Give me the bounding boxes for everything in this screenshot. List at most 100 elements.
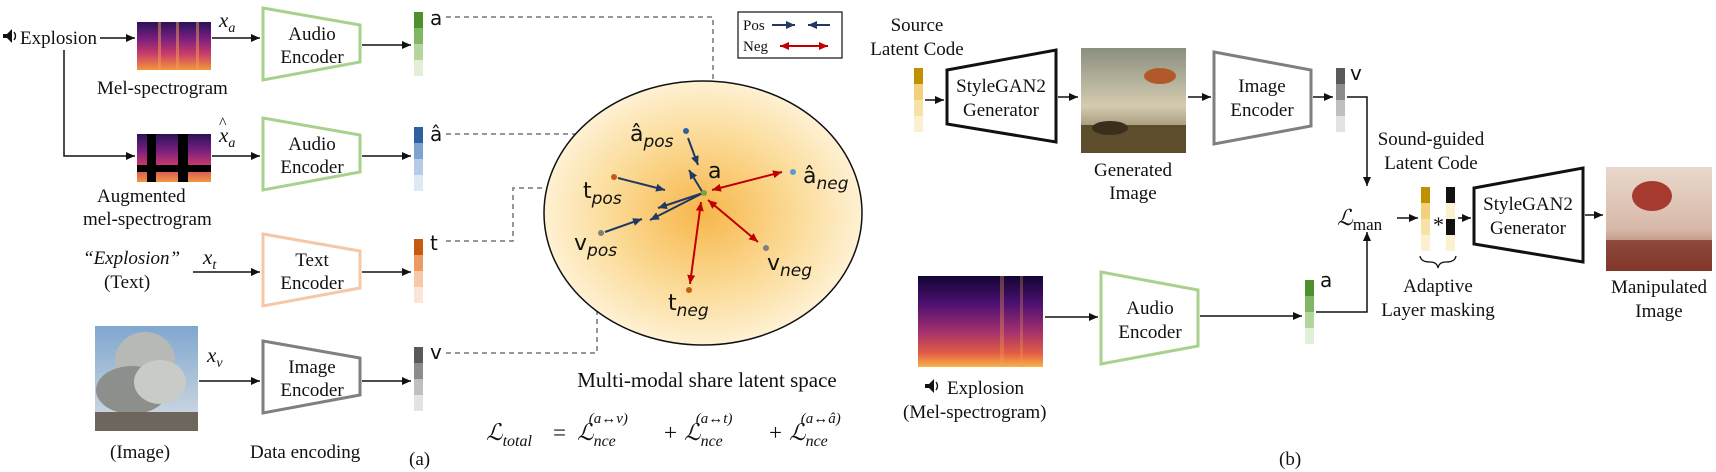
loss-equation: ℒtotal = ℒnce(a↔v) + ℒnce(a↔t) + ℒnce(a↔… — [486, 411, 841, 450]
source-latent-bar — [914, 68, 923, 132]
manipulated-label-2: Image — [1635, 301, 1682, 322]
svg-text:Encoder: Encoder — [280, 47, 344, 68]
sound-guided-latent-bar — [1421, 187, 1430, 251]
audio-encoder-1: Audio Encoder — [261, 6, 362, 82]
svg-text:StyleGAN2: StyleGAN2 — [956, 76, 1046, 97]
generated-label-2: Image — [1109, 183, 1156, 204]
label-t-pos: tpos — [583, 179, 622, 209]
arrow-explosion-to-augmented — [63, 50, 135, 160]
legend: Pos Neg — [737, 11, 843, 59]
mel-spectrogram-right — [918, 276, 1043, 367]
embedding-v-label: v — [430, 340, 442, 364]
panel-a-label: (a) — [409, 449, 430, 470]
speaker-icon-right — [925, 379, 939, 393]
neg-arrow-t — [687, 201, 704, 285]
loss-term-3: ℒnce(a↔â) — [789, 411, 841, 450]
panel-b: Source Latent Code StyleGAN2 Generator G… — [870, 15, 1712, 470]
mel-spectrogram-image — [137, 22, 211, 70]
multiply-star: * — [1433, 212, 1444, 237]
loss-term-1: ℒnce(a↔v) — [577, 411, 628, 450]
pos-arrow-v-in — [604, 218, 643, 233]
text-input-label: “Explosion” — [83, 248, 180, 269]
label-v-pos: vpos — [574, 231, 617, 261]
stylegan2-generator-1: StyleGAN2 Generator — [945, 48, 1058, 144]
svg-text:Text: Text — [295, 250, 329, 271]
augmented-mel-image — [137, 134, 211, 182]
brace — [1419, 255, 1457, 269]
latent-space: a âpos tpos vpos âneg vneg tneg Multi-mo… — [543, 80, 863, 392]
embedding-v-bar — [414, 347, 423, 411]
text-encoder: Text Encoder — [261, 232, 362, 308]
audio-encoder-right: Audio Encoder — [1099, 270, 1200, 366]
sound-guided-label-2: Latent Code — [1384, 153, 1477, 174]
x-t-label: xt — [202, 245, 217, 273]
pos-arrow-t — [657, 192, 704, 209]
generated-image — [1081, 48, 1186, 153]
pos-arrow-t-in — [617, 177, 666, 192]
embedding-a-right-bar — [1305, 280, 1314, 344]
latent-title: Multi-modal share latent space — [577, 368, 837, 392]
augmented-label-1: Augmented — [97, 186, 186, 207]
svg-text:Encoder: Encoder — [1230, 100, 1294, 121]
svg-text:Audio: Audio — [288, 134, 336, 155]
embedding-a-right-label: a — [1320, 268, 1332, 292]
panel-b-label: (b) — [1279, 449, 1301, 470]
adaptive-label-1: Adaptive — [1403, 276, 1473, 297]
point-t-pos — [611, 174, 617, 180]
label-t-neg: tneg — [668, 291, 709, 321]
x-a-label: xa — [218, 8, 235, 36]
source-label-2: Latent Code — [870, 39, 963, 60]
svg-text:Encoder: Encoder — [280, 157, 344, 178]
label-v-neg: vneg — [767, 251, 812, 281]
mel-caption-right: (Mel-spectrogram) — [903, 402, 1047, 423]
svg-text:Audio: Audio — [1126, 298, 1174, 319]
label-ahat-neg: âneg — [803, 164, 849, 194]
x-v-label: xv — [206, 343, 223, 371]
data-encoding-label: Data encoding — [250, 442, 361, 463]
volcano-image — [95, 326, 198, 431]
mel-spectrogram-label: Mel-spectrogram — [97, 78, 228, 99]
svg-text:Encoder: Encoder — [1118, 322, 1182, 343]
speaker-icon — [3, 29, 17, 43]
stylegan2-generator-2: StyleGAN2 Generator — [1472, 166, 1585, 264]
explosion-label: Explosion — [20, 28, 98, 49]
point-t-neg — [686, 287, 692, 293]
embedding-t-label: t — [430, 231, 438, 255]
point-v-neg — [763, 245, 769, 251]
legend-neg-label: Neg — [743, 39, 768, 55]
label-ahat-pos: âpos — [630, 122, 674, 152]
point-v-pos — [598, 230, 604, 236]
embedding-a-label: a — [430, 6, 442, 30]
svg-text:Encoder: Encoder — [280, 380, 344, 401]
svg-text:Generator: Generator — [1490, 218, 1567, 239]
svg-text:Audio: Audio — [288, 24, 336, 45]
explosion-right-label: Explosion — [947, 378, 1025, 399]
generated-label-1: Generated — [1094, 160, 1173, 181]
arrow-a-to-loss — [1316, 232, 1371, 313]
adaptive-label-2: Layer masking — [1381, 300, 1495, 321]
arrow-v-to-loss — [1347, 96, 1371, 186]
embedding-ahat-bar — [414, 127, 423, 191]
manipulated-image — [1606, 167, 1712, 271]
loss-total: ℒtotal — [486, 420, 532, 450]
pos-arrow-v — [649, 192, 704, 221]
svg-text:Image: Image — [288, 357, 335, 378]
svg-text:Encoder: Encoder — [280, 273, 344, 294]
label-a: a — [708, 159, 721, 184]
image-encoder-left: Image Encoder — [261, 339, 362, 415]
loss-term-2: ℒnce(a↔t) — [684, 411, 732, 450]
embedding-v-right-bar — [1336, 68, 1345, 132]
manipulated-label-1: Manipulated — [1611, 277, 1708, 298]
svg-text:Generator: Generator — [963, 100, 1040, 121]
loss-man: ℒman — [1337, 205, 1383, 234]
svg-text:Image: Image — [1238, 76, 1285, 97]
panel-a: Explosion Mel-spectrogram Augmented mel-… — [3, 6, 720, 470]
embedding-ahat-label: â — [430, 122, 442, 146]
neg-arrow-ahat — [711, 170, 783, 192]
point-ahat-pos — [683, 128, 689, 134]
image-caption: (Image) — [110, 442, 170, 463]
layer-mask-bar — [1446, 187, 1455, 251]
svg-text:StyleGAN2: StyleGAN2 — [1483, 194, 1573, 215]
x-a-hat-mark: ^ — [219, 115, 227, 132]
